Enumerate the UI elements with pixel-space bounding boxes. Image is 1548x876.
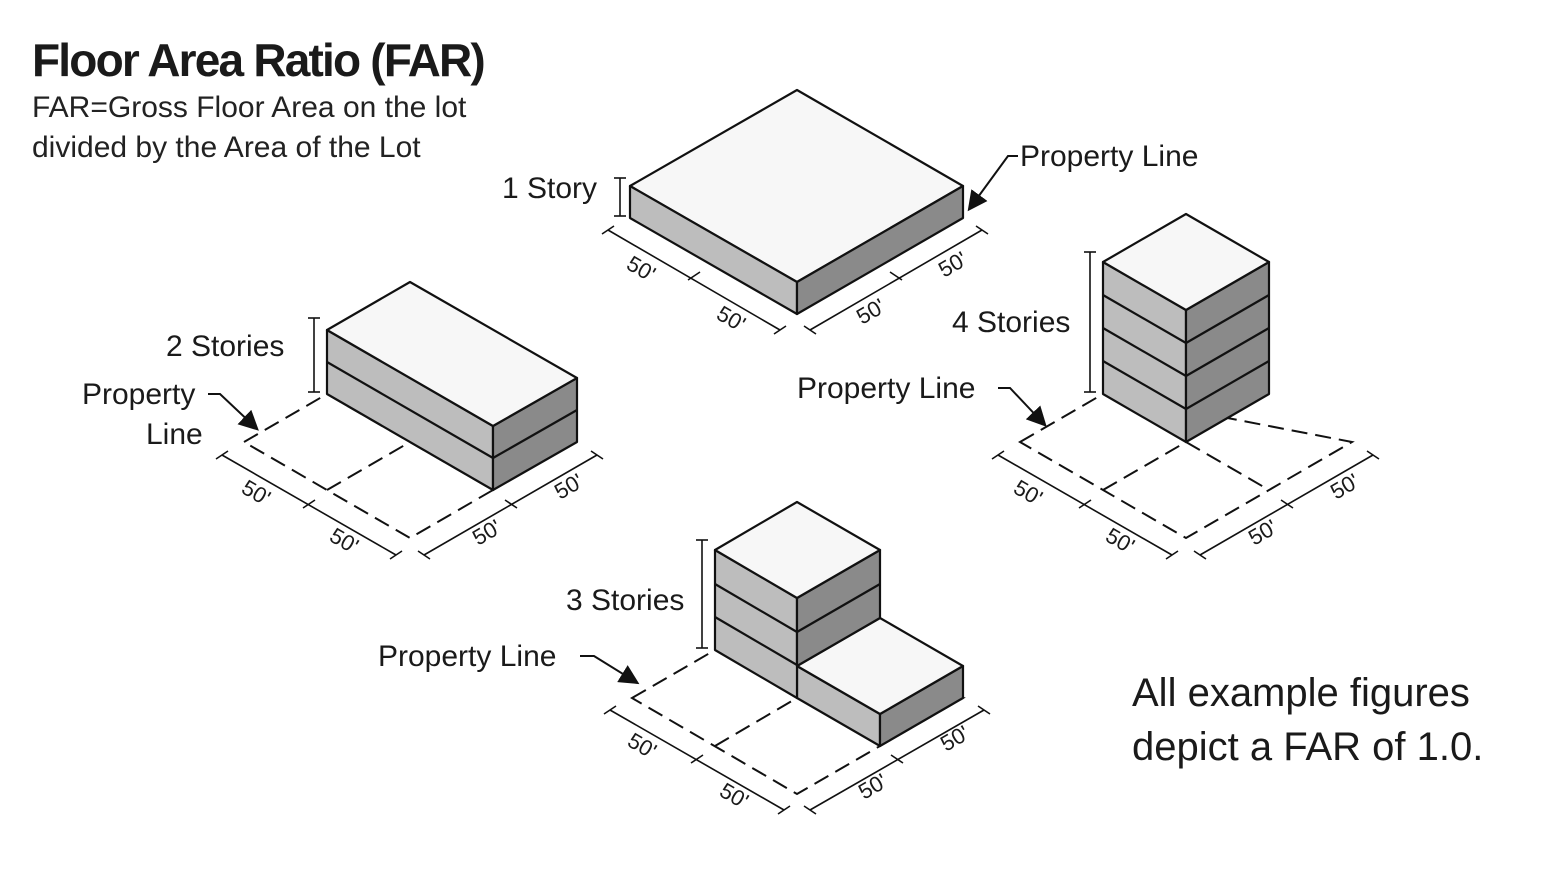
lot-outline-dashed [242, 392, 495, 540]
lot-outline-dashed [1018, 392, 1355, 540]
floor-line [714, 616, 798, 666]
building-roof [325, 280, 579, 428]
property-line-arrow [998, 387, 1047, 427]
dimension-label: 50' [468, 514, 505, 550]
dimension-label: 50' [934, 246, 971, 282]
floor-line [1102, 327, 1187, 377]
building-roof [628, 88, 965, 284]
far-definition-line-2: divided by the Area of the Lot [32, 131, 421, 164]
floor-line [1185, 327, 1270, 377]
note-line-2: depict a FAR of 1.0. [1132, 725, 1484, 769]
stories-label: 1 Story [502, 172, 597, 205]
building-roof [713, 500, 882, 600]
dimension-label: 50' [624, 728, 661, 764]
stories-label: 3 Stories [566, 584, 684, 617]
property-line-label: Property Line [378, 640, 556, 673]
dimension-label: 50' [854, 768, 891, 804]
dimension-lines [991, 251, 1380, 560]
floor-line [1102, 360, 1187, 410]
floor-line [1185, 360, 1270, 410]
page-title: Floor Area Ratio (FAR) [32, 34, 486, 86]
dimension-label: 50' [936, 720, 973, 756]
floor-line [1102, 294, 1187, 344]
dimension-lines [215, 317, 604, 560]
example-four-stories: 50' 50' 50' 50' 4 Stories Property Line [797, 212, 1380, 560]
floor-line [796, 583, 881, 633]
building-roof [1101, 212, 1271, 312]
dimension-label: 50' [1102, 523, 1139, 559]
property-line-label: Property Line [797, 372, 975, 405]
stories-label: 4 Stories [952, 306, 1070, 339]
example-two-stories: 50' 50' 50' 50' 2 Stories Property Line [82, 280, 604, 560]
building-right-face [795, 184, 965, 316]
property-line-arrow [208, 393, 259, 431]
example-one-story: 50' 50' 50' 50' 1 Story Property Line [502, 88, 1198, 337]
lot-subdivision [326, 441, 411, 491]
floor-line [326, 361, 494, 459]
floor-line [714, 583, 798, 633]
lot-subdivision [1185, 441, 1270, 491]
property-line-label: Property [82, 378, 195, 411]
floor-line [1185, 294, 1270, 344]
dimension-lines [601, 177, 989, 335]
example-three-stories: 50' 50' 50' 50' 3 Stories Property Line [378, 500, 991, 815]
lot-subdivision [714, 697, 798, 747]
dimension-label: 50' [1326, 468, 1363, 504]
lot-subdivision [1102, 441, 1187, 491]
dimension-label: 50' [550, 468, 587, 504]
stories-label: 2 Stories [166, 330, 284, 363]
far-definition-line-1: FAR=Gross Floor Area on the lot [32, 91, 467, 124]
dimension-label: 50' [326, 523, 363, 559]
dimension-label: 50' [1244, 514, 1281, 550]
floor-line [492, 409, 578, 459]
property-line-arrow [967, 155, 1018, 212]
property-line-arrow [580, 655, 640, 685]
dimension-label: 50' [852, 293, 889, 329]
dimension-label: 50' [238, 475, 275, 511]
note-line-1: All example figures [1132, 671, 1470, 715]
dimension-label: 50' [713, 301, 750, 337]
property-line-label: Line [146, 418, 203, 451]
property-line-label: Property Line [1020, 140, 1198, 173]
dimension-label: 50' [716, 778, 753, 814]
dimension-lines [603, 539, 991, 815]
